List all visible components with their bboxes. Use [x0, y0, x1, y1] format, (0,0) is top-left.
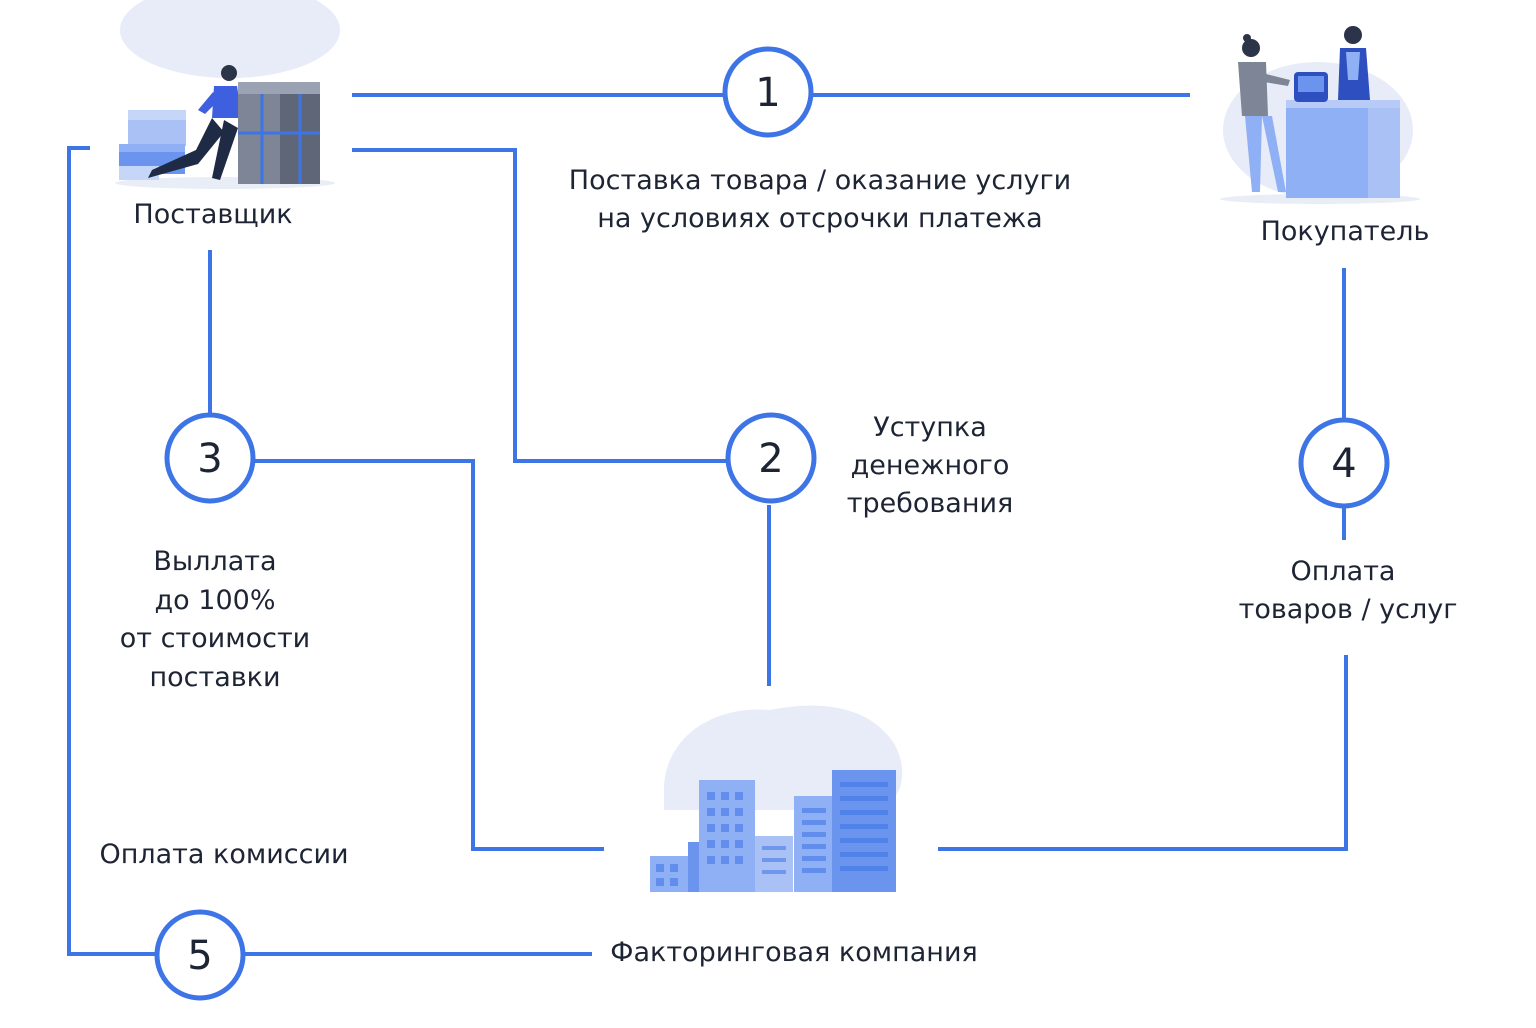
step-4-text-line-2: товаров / услуг [1238, 594, 1458, 625]
step-circle-4: 4 [1298, 417, 1390, 509]
step-number-3: 3 [197, 436, 222, 482]
factor-label: Факторинговая компания [610, 937, 978, 968]
supplier-label: Поставщик [133, 199, 293, 230]
step-circle-1: 1 [722, 46, 814, 138]
city-buildings-icon [650, 705, 903, 892]
step-number-5: 5 [187, 933, 212, 979]
step-4-text-line-1: Оплата [1290, 556, 1396, 587]
step-5-text: Оплата комиссии [99, 839, 349, 870]
connector-lines [67, 93, 1348, 956]
step-3-text-line-4: поставки [149, 662, 281, 693]
step-circle-3: 3 [164, 412, 256, 504]
step-1-text-line-1: Поставка товара / оказание услуги [568, 165, 1072, 196]
buyer-label: Покупатель [1260, 216, 1430, 247]
step-3-text-line-2: до 100% [154, 585, 276, 616]
step-3-text-line-1: Выллата [153, 546, 277, 577]
shop-counter-customer-seller-icon [1220, 26, 1420, 204]
step-number-1: 1 [755, 70, 780, 116]
connector-step3-factor [254, 459, 604, 851]
connector-payment-factor [938, 655, 1348, 851]
step-2-text-line-3: требования [846, 488, 1014, 519]
worker-pushing-boxes-icon [115, 0, 340, 189]
step-circle-2: 2 [725, 412, 817, 504]
connector-commission [67, 146, 157, 956]
connector-supplier-step2 [352, 148, 726, 463]
step-2-text-line-1: Уступка [873, 412, 987, 443]
step-2-text-line-2: денежного [850, 450, 1010, 481]
step-1-text-line-2: на условиях отсрочки платежа [597, 203, 1043, 234]
step-number-4: 4 [1331, 441, 1356, 487]
step-number-2: 2 [758, 436, 783, 482]
step-circle-5: 5 [154, 909, 246, 1001]
step-3-text-line-3: от стоимости [119, 623, 311, 654]
